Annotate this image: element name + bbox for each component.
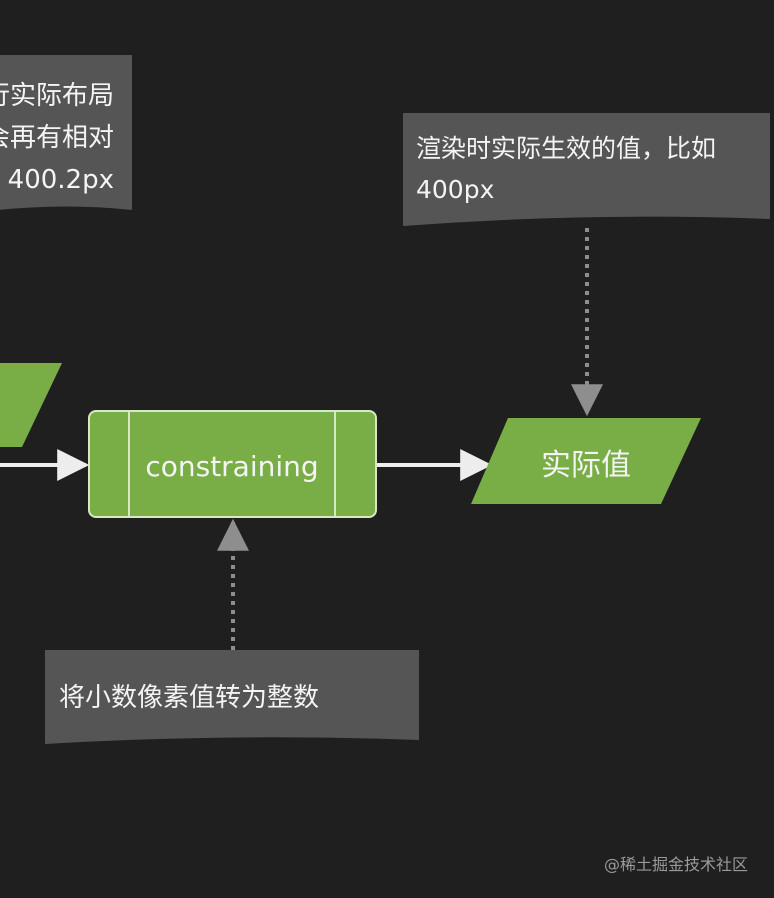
note-top-right: 渲染时实际生效的值，比如 400px (403, 113, 770, 226)
note-top-right-line-1: 渲染时实际生效的值，比如 (416, 134, 716, 163)
note-top-right-line-2: 400px (416, 175, 494, 204)
note-top-left-line-2: 会再有相对 (0, 123, 114, 153)
note-top-left: 行实际布局 会再有相对 如 400.2px (0, 55, 132, 210)
process-label: constraining (145, 450, 318, 483)
watermark: @稀土掘金技术社区 (604, 855, 748, 874)
input-parallelogram (0, 363, 62, 447)
process-box: constraining (88, 410, 377, 518)
output-label: 实际值 (541, 448, 631, 483)
note-top-left-line-3: 如 400.2px (0, 165, 114, 195)
note-bottom-text: 将小数像素值转为整数 (59, 683, 319, 713)
output-parallelogram: 实际值 (471, 418, 701, 504)
note-bottom: 将小数像素值转为整数 (45, 650, 419, 744)
note-top-left-line-1: 行实际布局 (0, 81, 114, 111)
